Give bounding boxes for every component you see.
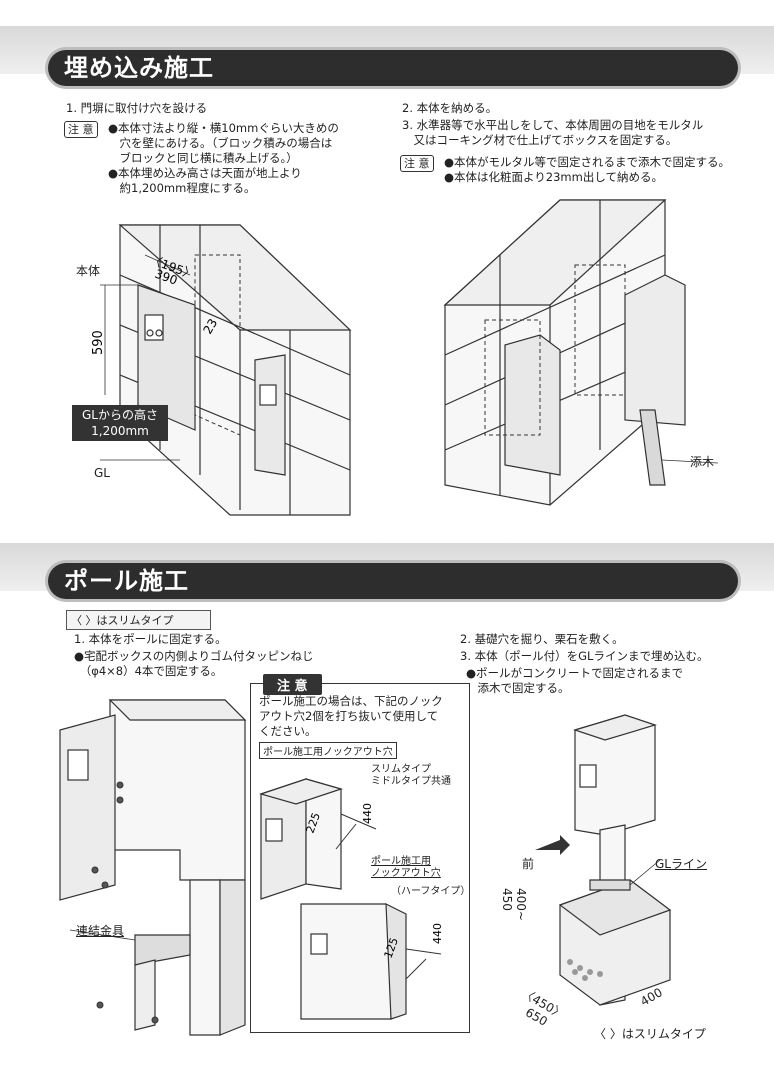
section1-title: 埋め込み施工: [48, 50, 738, 86]
embed-wall-illustration: 〈195〉 390 590 23: [91, 224, 352, 516]
half-type-label: （ハーフタイプ）: [391, 886, 471, 897]
knockout-diagrams: 440 225 440 125: [258, 778, 444, 1020]
label-front: 前: [522, 857, 535, 871]
gl-height-line2: 1,200mm: [91, 424, 149, 438]
label-glline: GLライン: [655, 857, 707, 871]
label-soegi: 添木: [690, 455, 715, 469]
s2-step2: 2. 基礎穴を掘り、栗石を敷く。: [460, 632, 624, 646]
embed-support-illustration: [443, 199, 719, 506]
s1-note2: ●本体埋め込み高さは天面が地上より 約1,200mm程度にする。: [108, 166, 302, 195]
s1-step3: 3. 水準器等で水平出しをして、本体周囲の目地をモルタル 又はコーキング材で仕上…: [402, 118, 704, 147]
label-gl: GL: [94, 466, 110, 480]
label-body: 本体: [76, 264, 101, 278]
caution-text: ポール施工の場合は、下記のノック アウト穴2個を打ち抜いて使用して ください。: [259, 694, 443, 738]
slim-type-note-right: 〈 〉はスリムタイプ: [594, 1027, 706, 1041]
s2-step1: 1. 本体をポールに固定する。: [74, 632, 227, 646]
s1r-note-block: 注 意 ●本体がモルタル等で固定されるまで添木で固定する。 ●本体は化粧面より2…: [400, 155, 770, 185]
s1-note-block: 注 意 ●本体寸法より縦・横10mmぐらい大きめの 穴を壁にあける。（ブロック積…: [64, 121, 384, 196]
note-badge: 注 意: [64, 121, 98, 138]
dim-400-450: 400~ 450: [500, 888, 528, 921]
knockout-label2: ポール施工用 ノックアウト穴: [371, 856, 441, 879]
label-bracket: 連結金具: [76, 924, 125, 938]
slim-type-note: 〈 〉はスリムタイプ: [66, 610, 211, 630]
dim-23: 23: [200, 316, 220, 336]
slim-type-label: スリムタイプ ミドルタイプ共通: [371, 764, 451, 787]
s1r-note2: ●本体は化粧面より23mm出して納める。: [444, 170, 663, 184]
s2-note1: ●宅配ボックスの内側よりゴム付タッピンねじ （φ4×8）4本で固定する。: [74, 649, 314, 678]
caution-badge: 注 意: [263, 674, 322, 695]
front-arrow-icon: [535, 835, 570, 855]
s1-step1: 1. 門塀に取付け穴を設ける: [66, 101, 208, 115]
gl-height-line1: GLからの高さ: [82, 408, 158, 422]
s1-step2: 2. 本体を納める。: [402, 101, 498, 115]
dim-440b: 440: [431, 923, 444, 944]
s2-step3: 3. 本体（ポール付）をGLラインまで埋め込む。: [460, 649, 709, 663]
s1r-note1: ●本体がモルタル等で固定されるまで添木で固定する。: [444, 155, 731, 169]
caution-panel: 注 意 ポール施工の場合は、下記のノック アウト穴2個を打ち抜いて使用して くだ…: [250, 674, 471, 1033]
s1-note1: ●本体寸法より縦・横10mmぐらい大きめの 穴を壁にあける。（ブロック積みの場合…: [108, 121, 339, 165]
dim-440a: 440: [361, 803, 374, 824]
gl-height-box: GLからの高さ 1,200mm: [72, 405, 168, 441]
s2-note-right: ●ポールがコンクリートで固定されるまで 添木で固定する。: [466, 666, 684, 695]
pole-install-illustration: [535, 714, 672, 1006]
pole-assembly-illustration: [59, 699, 247, 1036]
section2-title: ポール施工: [48, 563, 738, 599]
knockout-label: ポール施工用ノックアウト穴: [259, 742, 397, 759]
dim-590: 590: [91, 330, 106, 355]
note-badge: 注 意: [400, 155, 434, 172]
